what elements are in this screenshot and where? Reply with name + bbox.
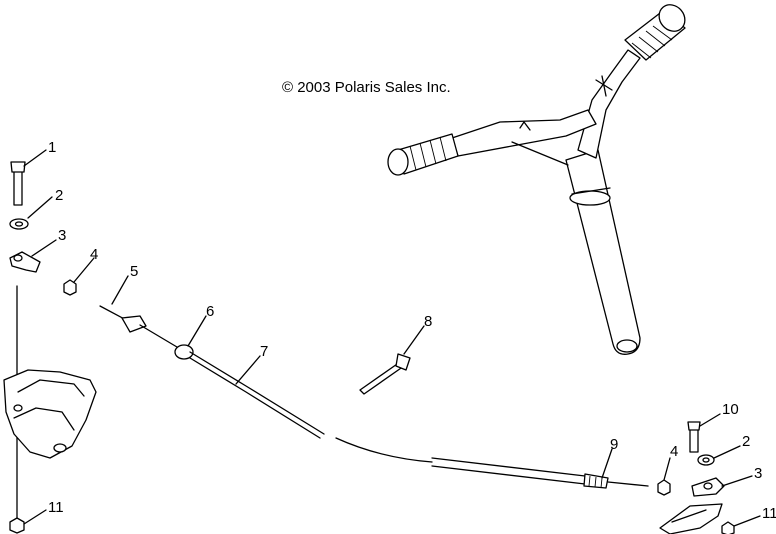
callout-5: 5 bbox=[130, 263, 138, 280]
copyright-text: © 2003 Polaris Sales Inc. bbox=[282, 79, 451, 96]
right-parts-stack bbox=[657, 421, 735, 534]
callout-2-right: 2 bbox=[742, 433, 750, 450]
leader-lines bbox=[23, 149, 761, 527]
callout-11: 11 bbox=[48, 499, 64, 516]
handlebar-assembly bbox=[387, 4, 686, 355]
callout-4-right: 4 bbox=[670, 443, 678, 460]
callout-9: 9 bbox=[610, 436, 618, 453]
callout-7: 7 bbox=[260, 343, 268, 360]
callout-3: 3 bbox=[58, 227, 66, 244]
left-parts-stack bbox=[3, 161, 97, 534]
throttle-cable bbox=[99, 305, 649, 489]
callout-2: 2 bbox=[55, 187, 63, 204]
callout-8: 8 bbox=[424, 313, 432, 330]
callout-labels: 1 2 3 4 5 6 7 8 9 4 10 2 3 11 11 bbox=[48, 139, 776, 522]
callout-6: 6 bbox=[206, 303, 214, 320]
callout-3-right: 3 bbox=[754, 465, 762, 482]
callout-11-right: 11 bbox=[762, 505, 776, 522]
callout-4: 4 bbox=[90, 246, 98, 263]
callout-1: 1 bbox=[48, 139, 56, 156]
callout-10: 10 bbox=[722, 401, 739, 418]
